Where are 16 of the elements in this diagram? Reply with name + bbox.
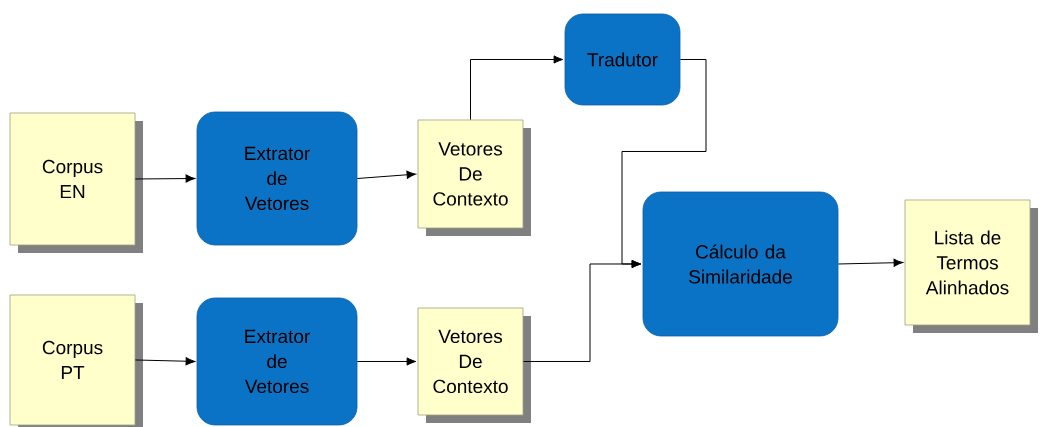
document-box: Corpus PT	[9, 294, 143, 427]
document-box: Lista de Termos Alinhados	[904, 199, 1038, 333]
arrow	[837, 258, 904, 267]
arrow	[134, 357, 196, 366]
process-box: Tradutor	[564, 13, 681, 106]
document-box: Corpus EN	[9, 112, 143, 253]
document-box: Vetores De Contexto	[417, 119, 531, 236]
process-box: Extrator de Vetores	[196, 297, 358, 426]
arrow	[470, 55, 564, 121]
arrow	[134, 174, 196, 183]
process-box: Cálculo da Similaridade	[642, 191, 839, 337]
arrow	[356, 170, 417, 179]
process-box: Extrator de Vetores	[196, 111, 358, 246]
document-box: Vetores De Contexto	[417, 307, 531, 423]
arrow	[522, 259, 642, 362]
arrow	[356, 357, 417, 366]
